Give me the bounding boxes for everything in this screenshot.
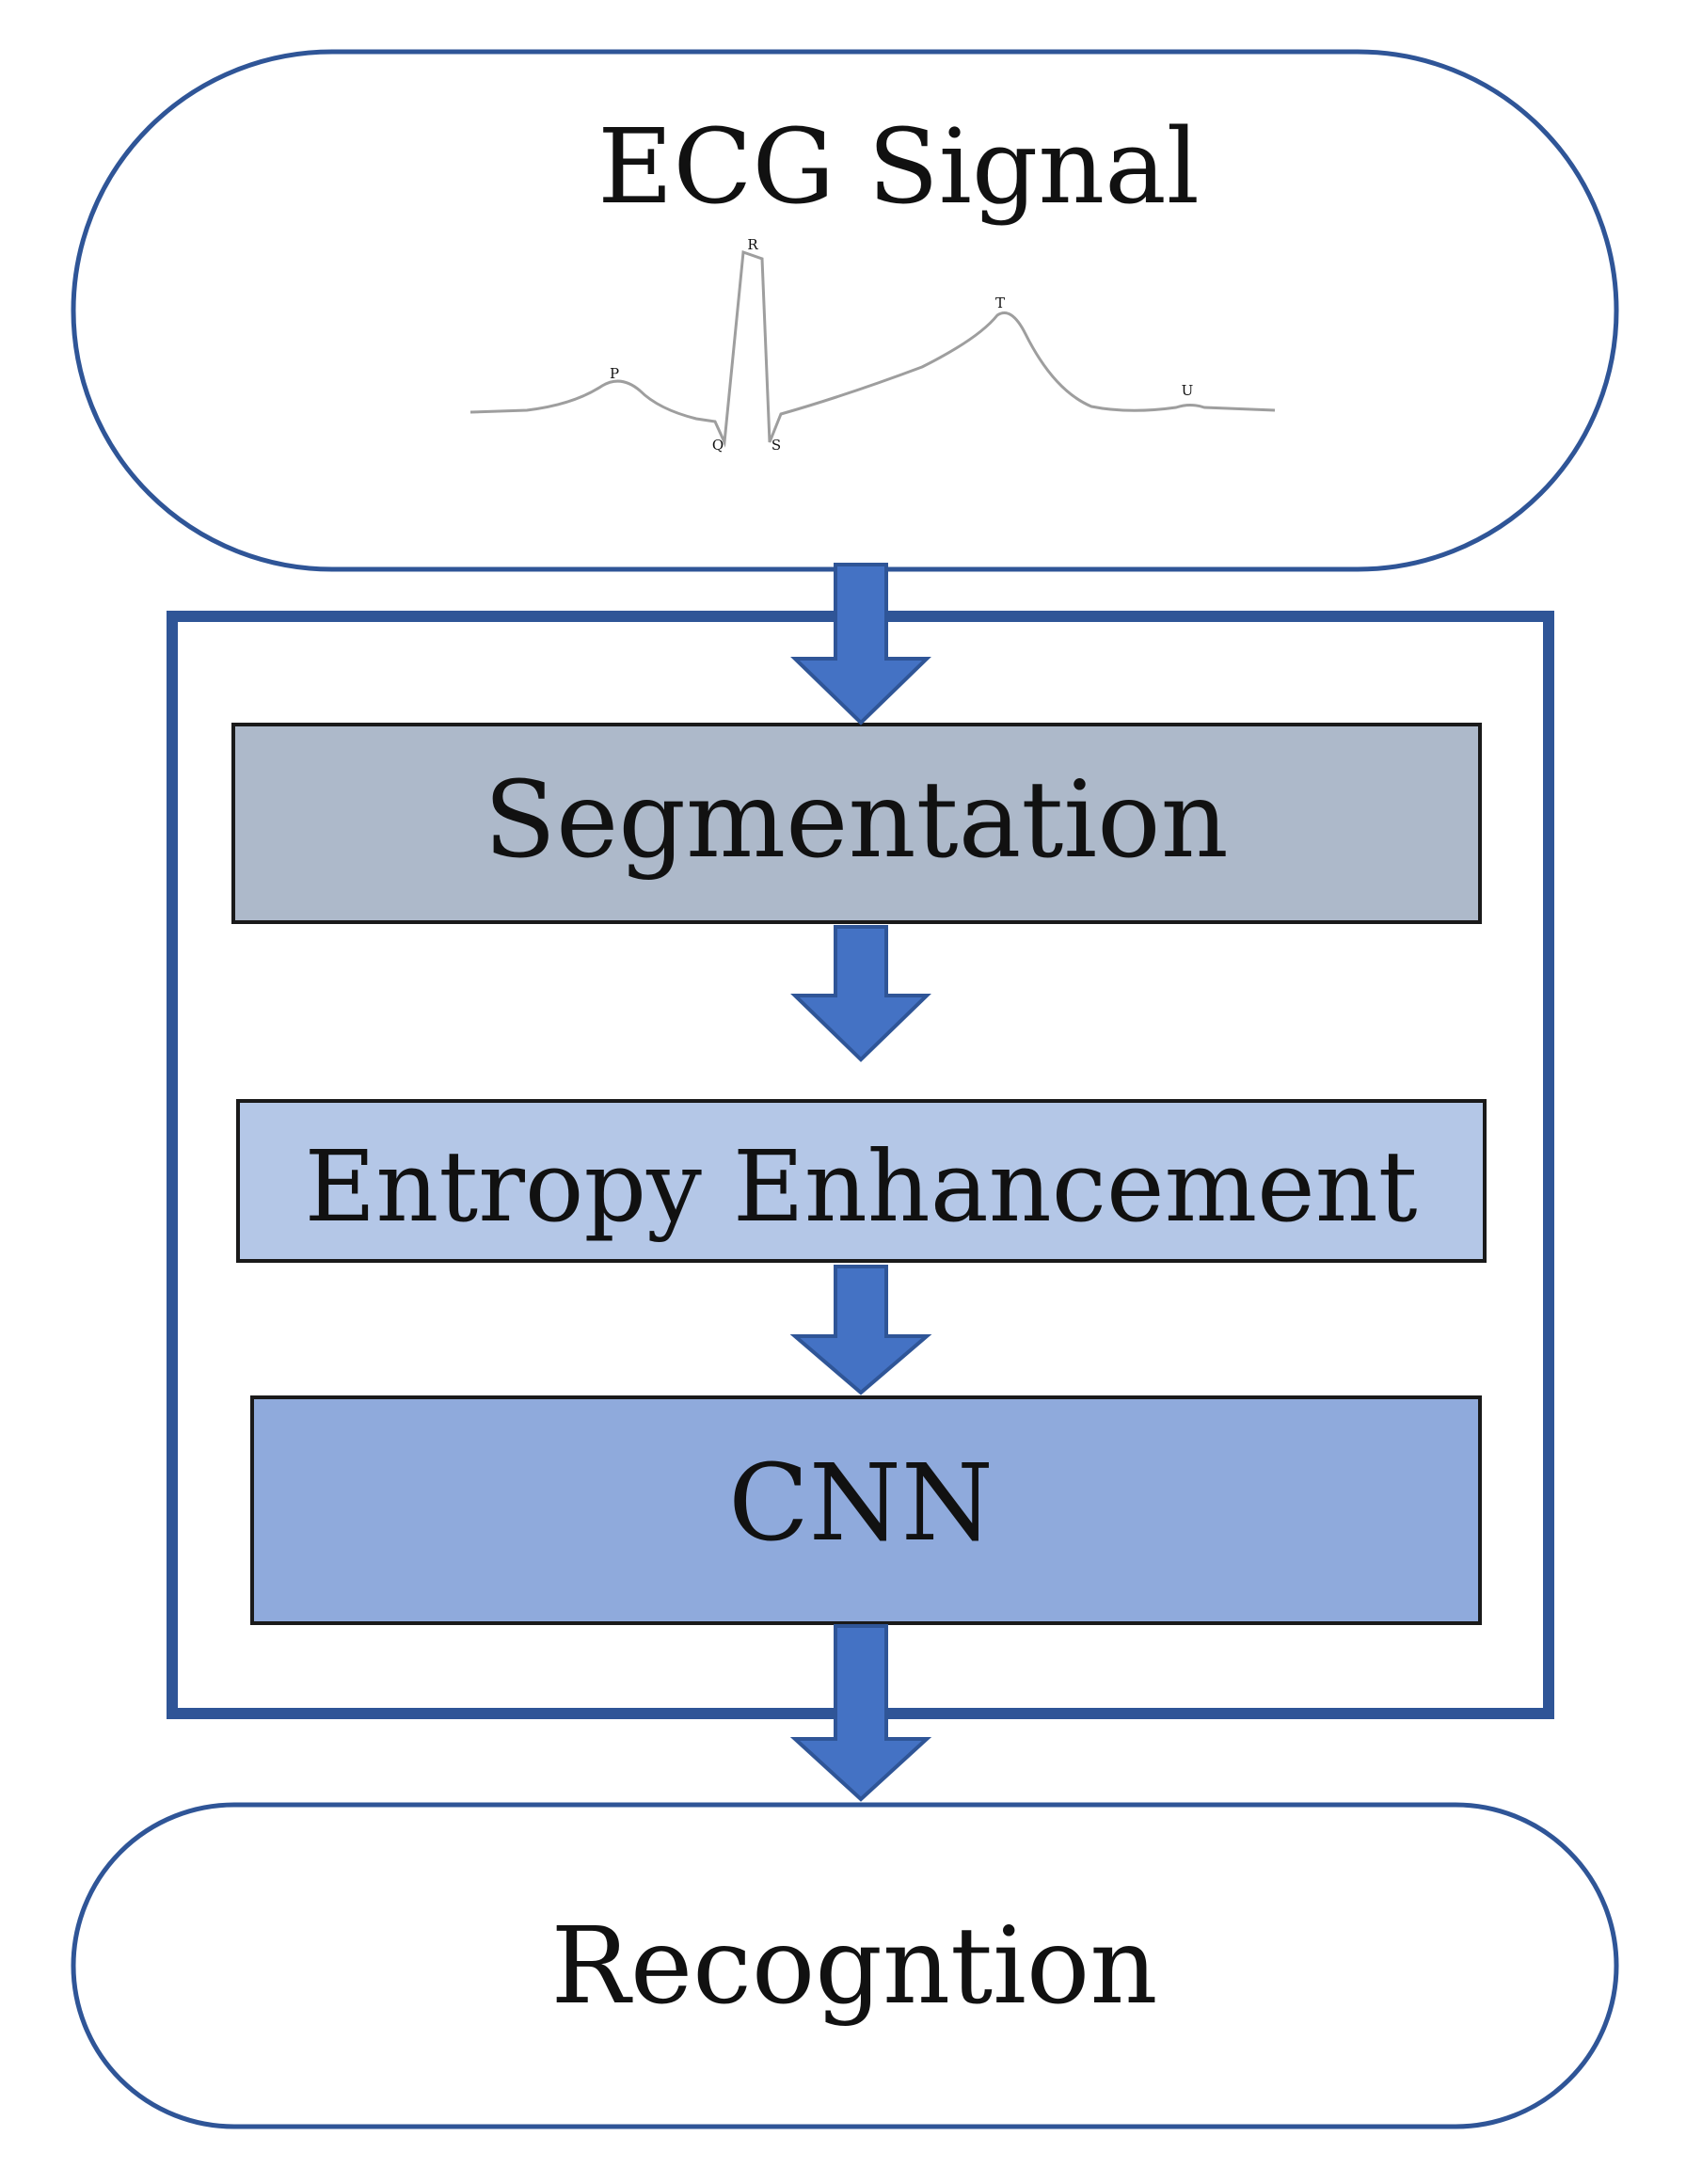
cnn-label: CNN [728, 1443, 994, 1565]
arrow-cnn-to-recognition [789, 1624, 932, 1802]
ecg-wave-label-t: T [995, 295, 1005, 311]
arrow-segmentation-to-entropy [790, 925, 931, 1062]
ecg-wave-label-q: Q [712, 437, 724, 454]
arrow-entropy-to-cnn [789, 1265, 932, 1395]
recognition-node: Recogntion [71, 1802, 1619, 2129]
ecg-signal-label: ECG Signal [597, 106, 1200, 227]
ecg-wave-label-s: S [771, 437, 781, 454]
recognition-terminal-shape [71, 1802, 1619, 2129]
step-segmentation: Segmentation [231, 723, 1482, 924]
entropy-enhancement-box [236, 1099, 1487, 1263]
ecg-signal-node: ECG Signal P R Q S T U [71, 49, 1619, 572]
step-entropy-enhancement: Entropy Enhancement [236, 1099, 1487, 1263]
ecg-wave-label-r: R [747, 236, 758, 253]
entropy-enhancement-label: Entropy Enhancement [305, 1129, 1418, 1244]
segmentation-box [231, 723, 1482, 924]
step-cnn: CNN [250, 1395, 1482, 1625]
ecg-wave-label-u: U [1182, 382, 1194, 399]
segmentation-label: Segmentation [484, 759, 1229, 882]
cnn-box [250, 1395, 1482, 1625]
ecg-waveform: P R Q S T U [469, 236, 1276, 454]
ecg-waveform-line [469, 249, 1276, 448]
arrow-signal-to-segmentation [790, 563, 931, 725]
ecg-wave-label-p: P [610, 365, 619, 382]
recognition-label: Recogntion [551, 1905, 1158, 2028]
